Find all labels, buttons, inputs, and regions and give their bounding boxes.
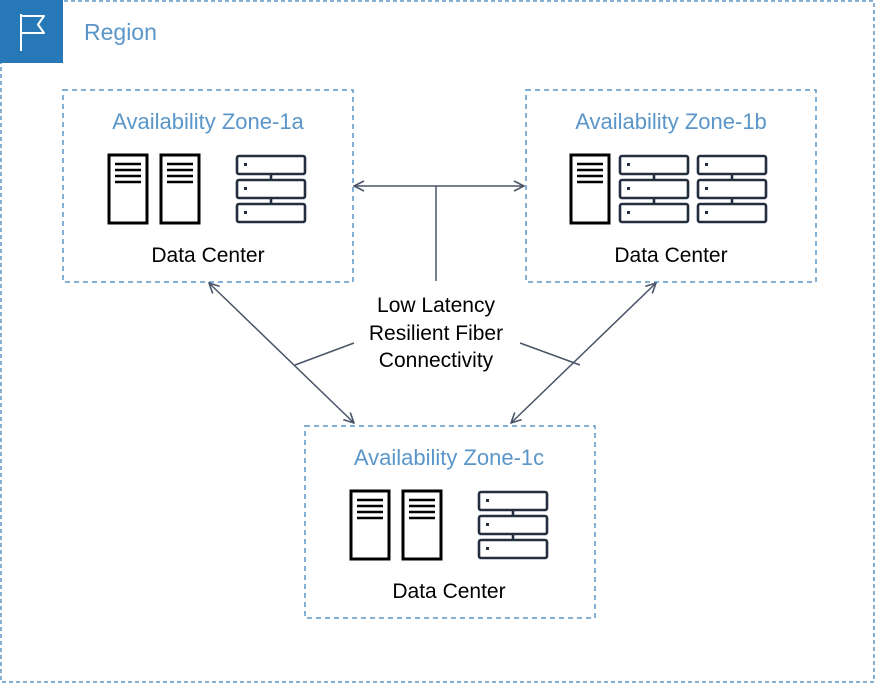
zone-az-1a: Availability Zone-1a Data Center bbox=[62, 89, 354, 283]
server-rack-icon bbox=[618, 154, 690, 224]
link-1b-1c bbox=[511, 283, 656, 423]
tower-server-icon bbox=[569, 153, 611, 225]
tower-server-icon bbox=[401, 489, 443, 561]
data-center-label: Data Center bbox=[392, 580, 505, 603]
zone-az-1b: Availability Zone-1b Data Center bbox=[525, 89, 817, 283]
data-center-label: Data Center bbox=[151, 244, 264, 267]
server-rack-icon bbox=[696, 154, 768, 224]
server-rack-icon bbox=[235, 154, 307, 224]
region-title: Region bbox=[84, 19, 157, 45]
zone-title: Availability Zone-1c bbox=[354, 445, 544, 470]
data-center-label: Data Center bbox=[614, 244, 727, 267]
server-rack-icon bbox=[477, 490, 549, 560]
zone-az-1c: Availability Zone-1c Data Center bbox=[304, 425, 596, 619]
region-badge bbox=[0, 0, 63, 63]
tower-server-icon bbox=[107, 153, 149, 225]
connectivity-label-line-3: Connectivity bbox=[379, 349, 494, 372]
tower-server-icon bbox=[349, 489, 391, 561]
tower-server-icon bbox=[159, 153, 201, 225]
link-1a-1c bbox=[209, 283, 354, 423]
label-leader-left bbox=[294, 342, 355, 366]
connectivity-label-line-1: Low Latency bbox=[377, 294, 495, 317]
label-leader-right bbox=[519, 342, 581, 366]
zone-boundary bbox=[525, 89, 817, 283]
zone-boundary bbox=[304, 425, 596, 619]
zone-boundary bbox=[62, 89, 354, 283]
connectivity-label: Low Latency Resilient Fiber Connectivity bbox=[369, 294, 503, 372]
connectivity-links bbox=[209, 186, 656, 423]
zone-title: Availability Zone-1a bbox=[112, 109, 304, 134]
zone-title: Availability Zone-1b bbox=[575, 109, 767, 134]
connectivity-label-line-2: Resilient Fiber bbox=[369, 322, 503, 345]
flag-icon bbox=[20, 14, 45, 51]
